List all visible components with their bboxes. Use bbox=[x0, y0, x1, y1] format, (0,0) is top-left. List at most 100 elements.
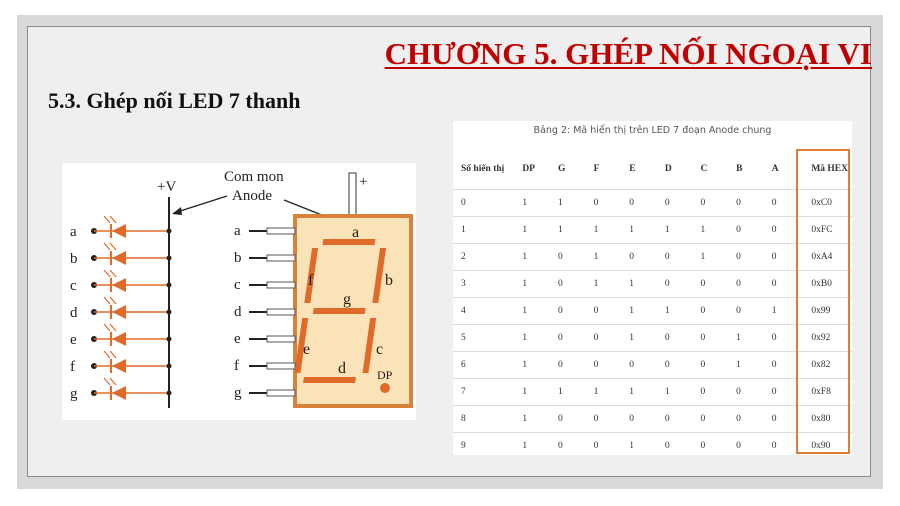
table-cell: 0 bbox=[548, 431, 584, 459]
hex-code-cell: 0xA4 bbox=[797, 242, 852, 270]
led-row: a bbox=[70, 215, 172, 240]
table-header-cell: E bbox=[629, 163, 636, 174]
led-row: b bbox=[70, 242, 172, 267]
bus-junction bbox=[166, 255, 172, 261]
table-cell: 0 bbox=[654, 242, 691, 270]
bus-junction bbox=[166, 363, 172, 369]
table-cell: 1 bbox=[512, 431, 549, 459]
table-cell: 0 bbox=[453, 188, 513, 216]
table-cell: 8 bbox=[453, 404, 513, 432]
led-row-label: d bbox=[70, 305, 78, 321]
table-cell: 1 bbox=[619, 377, 655, 405]
segment-pin-row: c bbox=[234, 277, 296, 293]
table-header-cell: Mã HEX bbox=[811, 163, 848, 174]
pin-lead bbox=[266, 227, 296, 235]
segment-b bbox=[372, 248, 387, 303]
table-cell: 1 bbox=[583, 215, 620, 243]
table-cell: 0 bbox=[583, 431, 620, 459]
table-cell: 0 bbox=[548, 350, 584, 378]
led-row-label: a bbox=[70, 224, 77, 240]
table-cell: 0 bbox=[548, 404, 584, 432]
table-cell: 0 bbox=[548, 242, 584, 270]
table-cell: 0 bbox=[654, 404, 691, 432]
table-cell: 0 bbox=[761, 431, 798, 459]
table-header-cell: DP bbox=[522, 163, 535, 174]
seg-label-b: b bbox=[385, 272, 393, 289]
light-emission-icon bbox=[103, 215, 111, 224]
pin-lead bbox=[266, 308, 296, 316]
table-cell: 1 bbox=[619, 431, 655, 459]
table-cell: 1 bbox=[690, 215, 727, 243]
table-header-cell: D bbox=[664, 163, 672, 174]
table-cell: 0 bbox=[726, 404, 762, 432]
table-cell: 0 bbox=[726, 269, 762, 297]
table-cell: 1 bbox=[654, 296, 691, 324]
table-cell: 9 bbox=[453, 431, 513, 459]
table-header-cell: G bbox=[558, 163, 566, 174]
table-cell: 3 bbox=[453, 269, 513, 297]
hex-code-table-panel: Bảng 2: Mã hiển thị trên LED 7 đoạn Anod… bbox=[453, 121, 852, 459]
light-emission-icon bbox=[109, 215, 117, 224]
table-cell: 0 bbox=[690, 188, 727, 216]
table-cell: 0 bbox=[726, 242, 762, 270]
segment-f bbox=[304, 248, 319, 303]
pin-label: a bbox=[234, 223, 241, 239]
hex-code-cell: 0xF8 bbox=[797, 377, 852, 405]
table-cell: 1 bbox=[583, 269, 620, 297]
led-diode-icon bbox=[112, 386, 126, 400]
led-row-label: g bbox=[70, 386, 78, 402]
light-emission-icon bbox=[109, 377, 117, 386]
table-cell: 1 bbox=[512, 296, 549, 324]
table-cell: 0 bbox=[654, 269, 691, 297]
led-row-label: f bbox=[70, 359, 75, 375]
table-cell: 0 bbox=[690, 296, 727, 324]
table-cell: 1 bbox=[512, 188, 549, 216]
table-cell: 0 bbox=[761, 269, 798, 297]
table-cell: 0 bbox=[761, 215, 798, 243]
led-diode-icon bbox=[112, 251, 126, 265]
table-cell: 0 bbox=[548, 323, 584, 351]
table-cell: 0 bbox=[583, 323, 620, 351]
table-header-cell: A bbox=[771, 163, 779, 174]
table-cell: 0 bbox=[761, 188, 798, 216]
table-cell: 1 bbox=[619, 215, 655, 243]
pin-lead bbox=[266, 254, 296, 262]
seg-label-d: d bbox=[338, 360, 346, 377]
segment-g bbox=[312, 308, 366, 314]
table-cell: 1 bbox=[548, 215, 584, 243]
bus-junction bbox=[166, 228, 172, 234]
table-cell: 1 bbox=[548, 188, 584, 216]
table-cell: 0 bbox=[548, 269, 584, 297]
light-emission-icon bbox=[109, 296, 117, 305]
table-cell: 0 bbox=[583, 350, 620, 378]
table-cell: 0 bbox=[619, 242, 655, 270]
seg-label-e: e bbox=[303, 341, 310, 358]
table-cell: 4 bbox=[453, 296, 513, 324]
bus-junction bbox=[166, 390, 172, 396]
segment-pin-row: b bbox=[234, 250, 296, 266]
table-cell: 1 bbox=[619, 296, 655, 324]
table-header-cell: C bbox=[700, 163, 708, 174]
led-row-label: c bbox=[70, 278, 77, 294]
led-diode-icon bbox=[112, 332, 126, 346]
table-cell: 0 bbox=[690, 404, 727, 432]
seg-label-a: a bbox=[352, 224, 359, 241]
pin-label: c bbox=[234, 277, 241, 293]
table-cell: 0 bbox=[583, 404, 620, 432]
light-emission-icon bbox=[109, 323, 117, 332]
table-cell: 1 bbox=[761, 296, 798, 324]
common-anode-label-2: Anode bbox=[232, 188, 272, 204]
pin-label: d bbox=[234, 304, 242, 320]
table-header-cell: Số hiển thị bbox=[461, 163, 505, 174]
table-cell: 1 bbox=[512, 323, 549, 351]
anode-arrow-left bbox=[173, 195, 228, 214]
table-cell: 0 bbox=[690, 431, 727, 459]
light-emission-icon bbox=[109, 242, 117, 251]
led-row-label: e bbox=[70, 332, 77, 348]
